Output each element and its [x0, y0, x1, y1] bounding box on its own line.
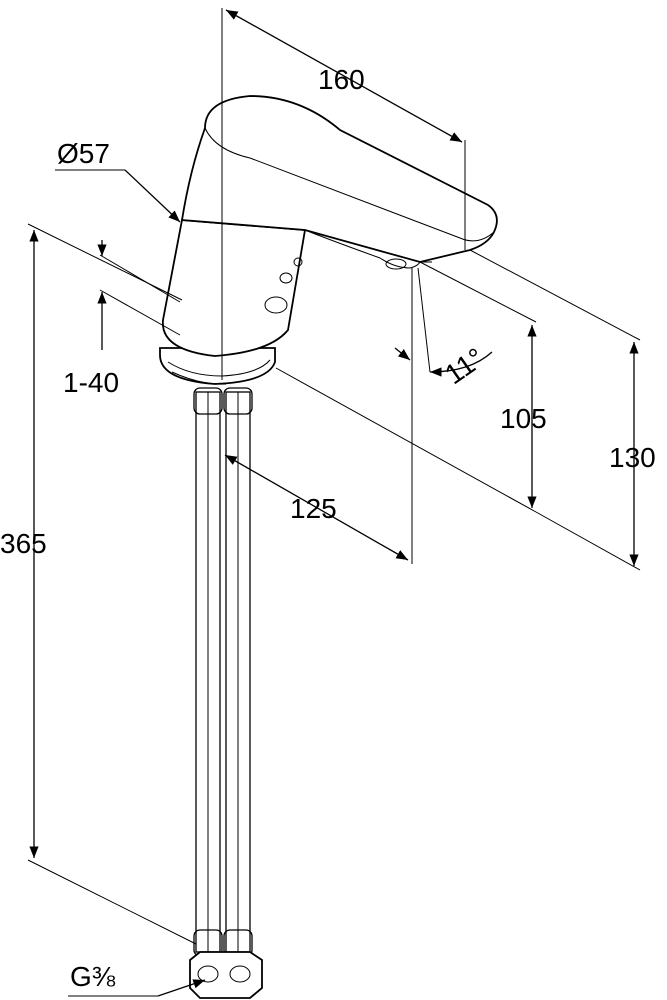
dim-365: 365 [0, 223, 197, 945]
dim-thread: G⅜ [68, 961, 206, 997]
label-diameter: Ø57 [57, 138, 110, 169]
dim-diameter: Ø57 [55, 138, 181, 223]
faucet-body [159, 95, 498, 385]
label-angle: 11° [439, 342, 490, 390]
label-thread: G⅜ [70, 961, 116, 992]
label-125: 125 [290, 493, 337, 524]
dim-160: 160 [225, 9, 466, 250]
dim-105: 105 [275, 261, 547, 513]
label-130: 130 [609, 442, 656, 473]
label-160: 160 [318, 64, 365, 95]
dim-125: 125 [224, 268, 413, 564]
label-365: 365 [0, 528, 47, 559]
dim-angle: 11° [394, 267, 493, 390]
dim-deck: 1-40 [63, 240, 181, 398]
label-deck: 1-40 [63, 367, 119, 398]
label-105: 105 [500, 403, 547, 434]
supply-hoses [189, 387, 263, 999]
dim-130: 130 [469, 249, 656, 571]
